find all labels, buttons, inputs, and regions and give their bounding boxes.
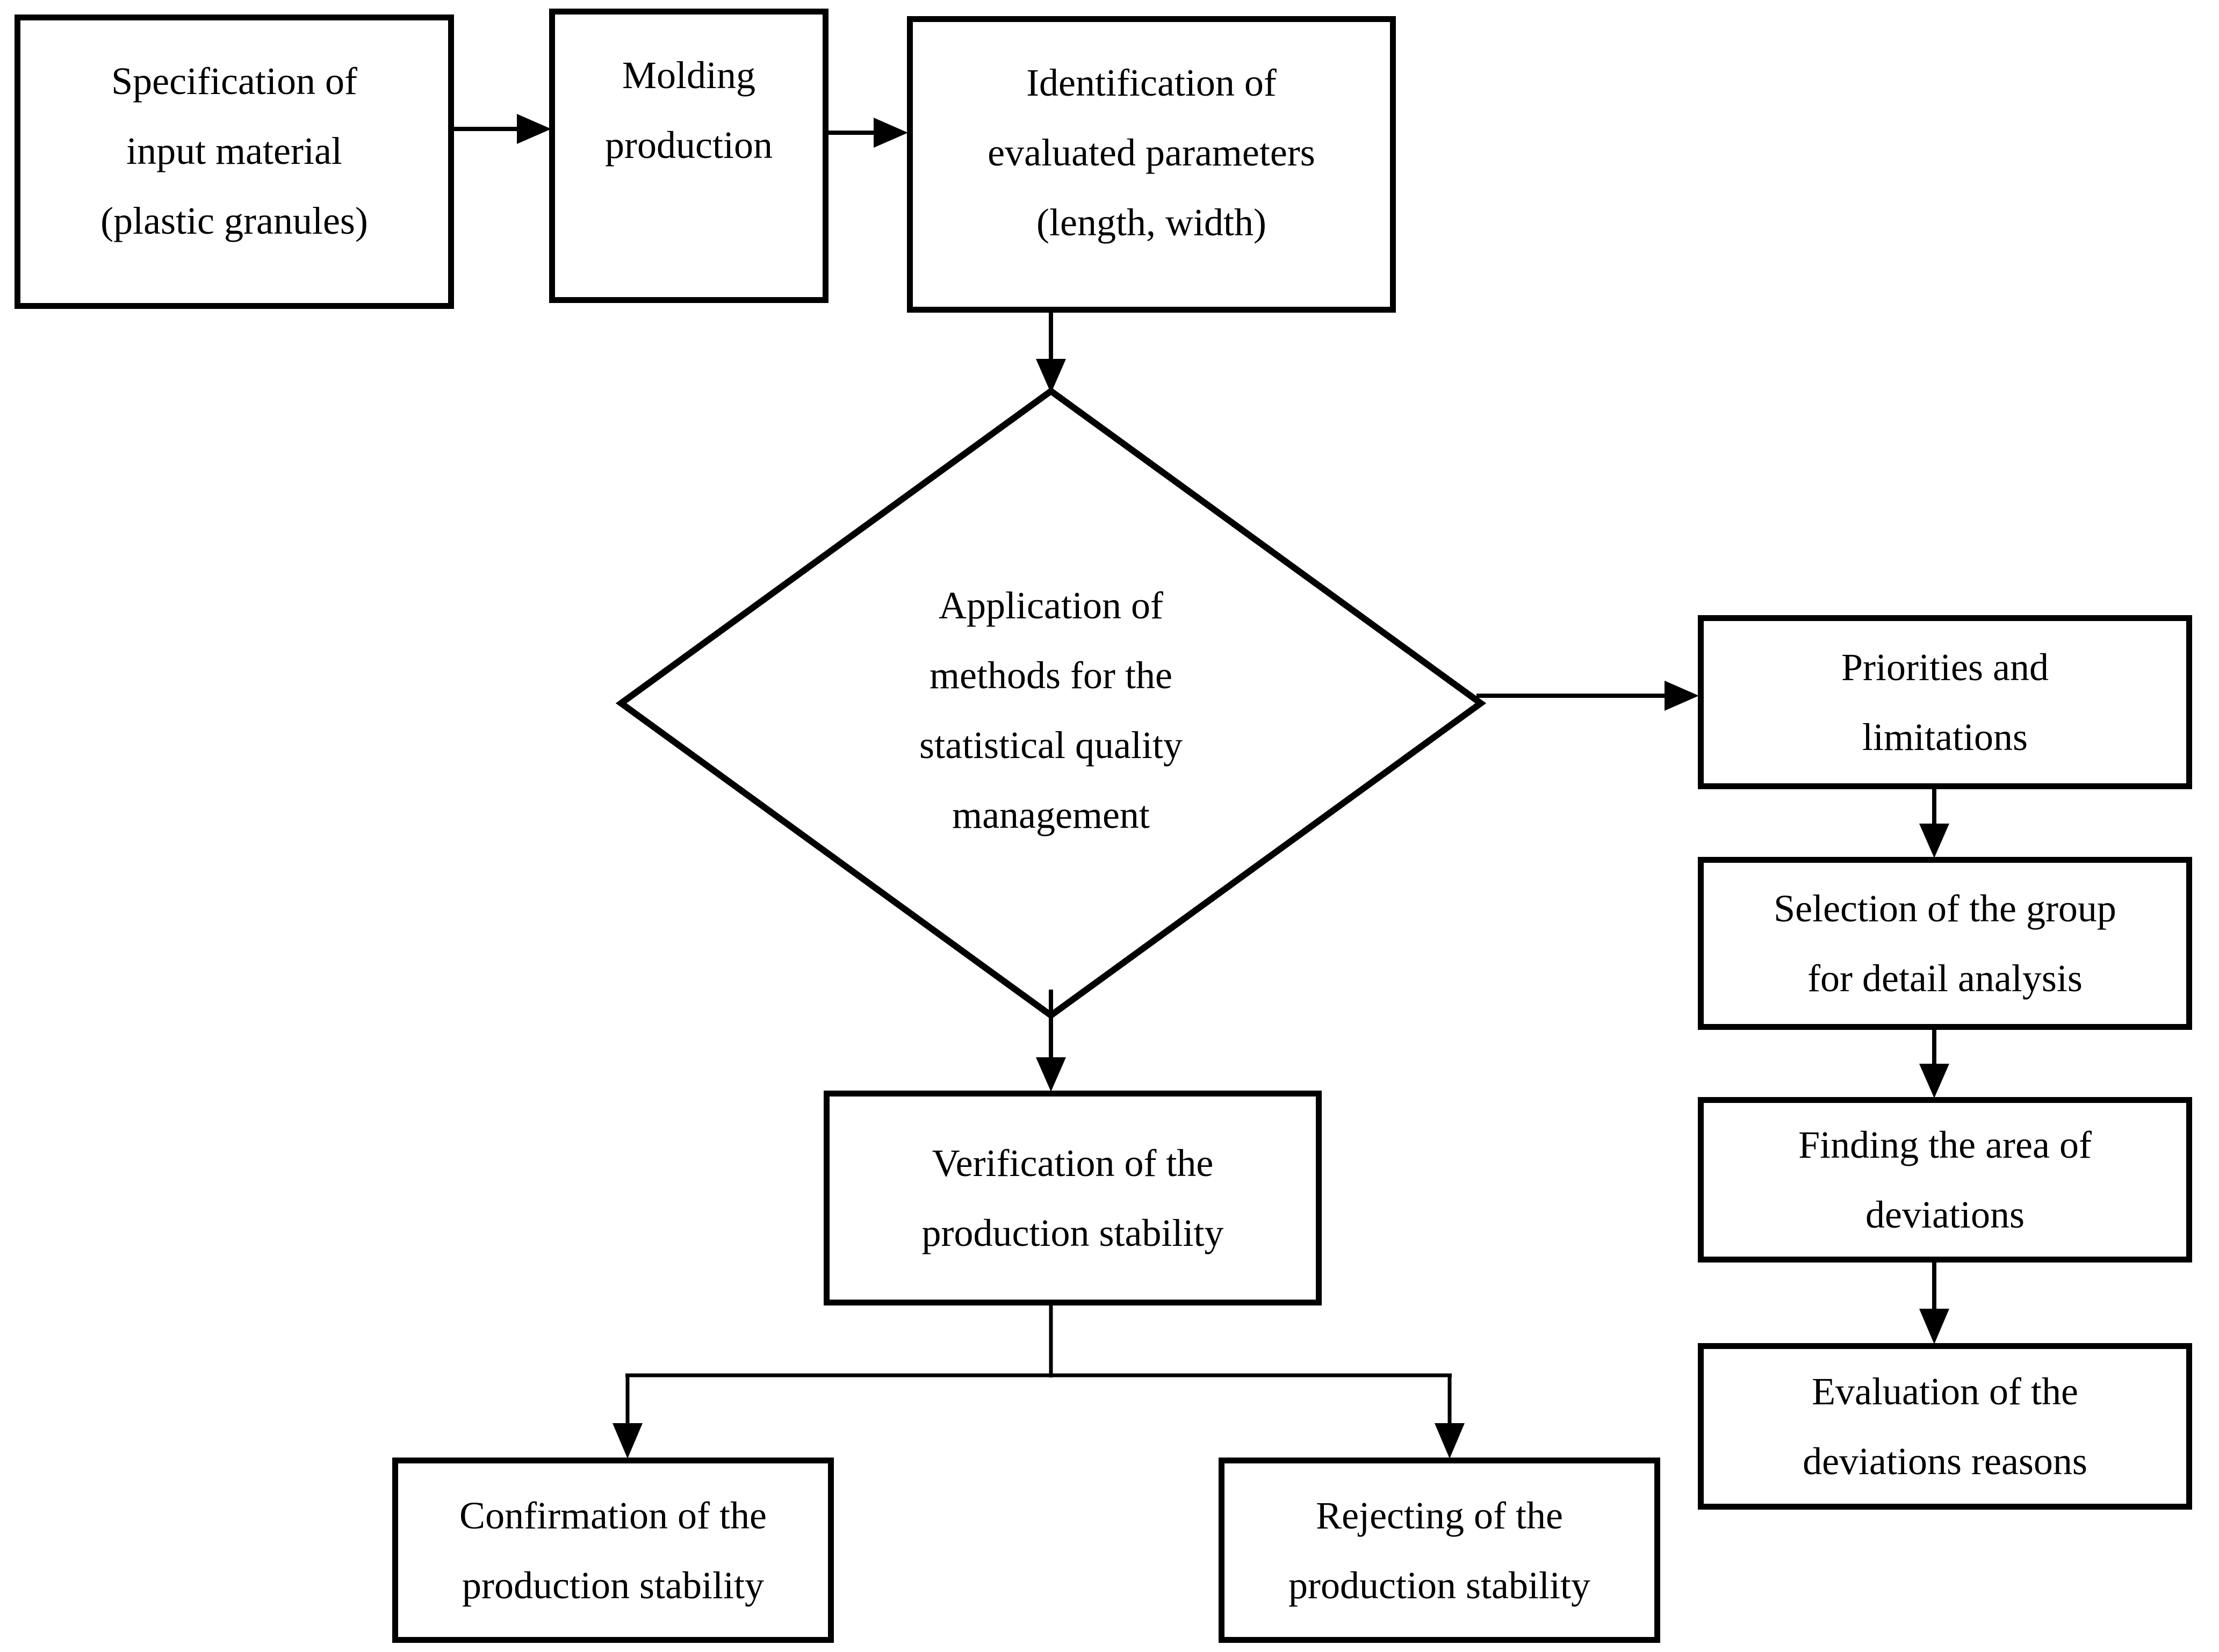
node-verification-of-production-stability: Verification of the production stability [824, 1091, 1322, 1305]
node-molding-production: Molding production [549, 9, 828, 303]
node-specification-of-input-material: Specification of input material (plastic… [15, 15, 454, 309]
node-confirmation-of-production-stability: Confirmation of the production stability [392, 1458, 834, 1643]
node-rejecting-of-production-stability: Rejecting of the production stability [1219, 1458, 1660, 1643]
arrowhead-application-verification [1036, 1057, 1066, 1092]
arrowhead-branch-rejecting [1435, 1423, 1465, 1459]
node-priorities-and-limitations: Priorities and limitations [1698, 615, 2192, 789]
arrowhead-branch-confirmation [613, 1423, 643, 1459]
node-evaluation-of-deviations-reasons: Evaluation of the deviations reasons [1698, 1343, 2192, 1510]
arrowhead-application-priorities [1665, 681, 1699, 711]
node-application-of-statistical-quality-methods: Application of methods for the statistic… [919, 584, 1183, 836]
arrowhead-molding-identification [874, 118, 908, 148]
arrowhead-priorities-selection [1919, 824, 1949, 858]
arrowhead-identification-application [1036, 359, 1066, 393]
arrowhead-spec-molding [517, 114, 551, 144]
node-selection-of-group-for-detail-analysis: Selection of the group for detail analys… [1698, 857, 2192, 1030]
arrowhead-finding-evaluation [1919, 1309, 1949, 1344]
node-finding-area-of-deviations: Finding the area of deviations [1698, 1097, 2192, 1263]
arrowhead-selection-finding [1919, 1064, 1949, 1098]
node-identification-of-evaluated-parameters: Identification of evaluated parameters (… [907, 16, 1396, 313]
